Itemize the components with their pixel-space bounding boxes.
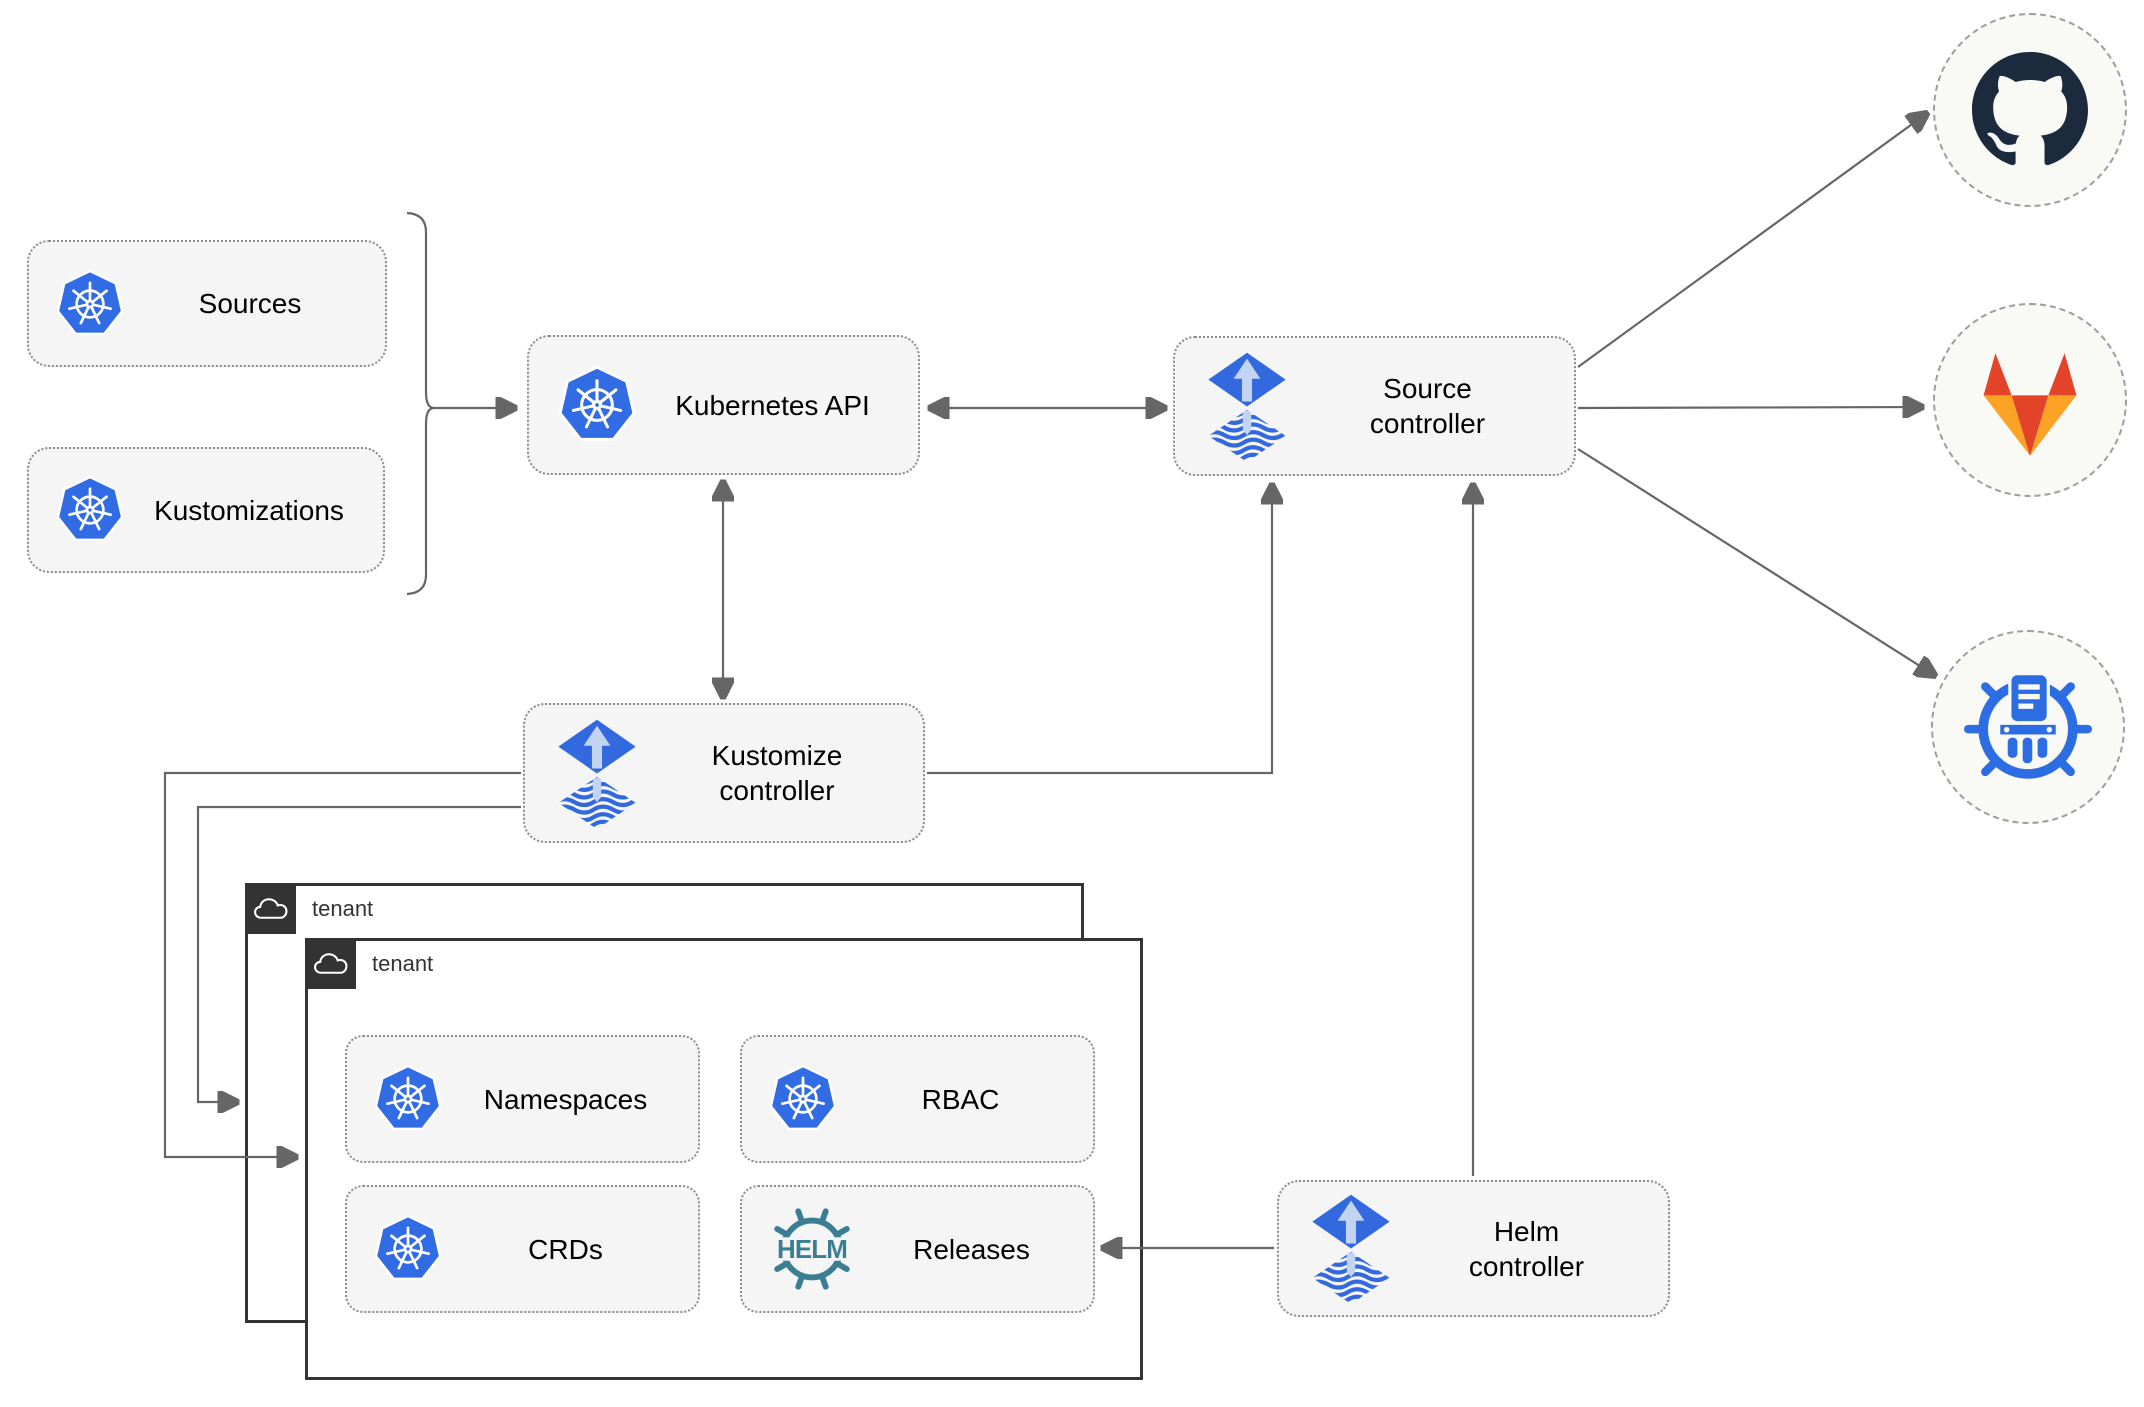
flux-icon bbox=[1205, 351, 1289, 462]
node-kustomize-controller-label: Kustomize controller bbox=[639, 738, 923, 808]
tenant-inner-tab bbox=[305, 938, 356, 989]
kubernetes-icon bbox=[375, 1065, 441, 1133]
node-namespaces-label: Namespaces bbox=[483, 1083, 648, 1115]
kubernetes-icon bbox=[559, 366, 635, 444]
tenant-outer-tab bbox=[245, 883, 296, 934]
edge-source-controller-to-chartmuseum bbox=[1577, 448, 1934, 675]
node-kustomizations: Kustomizations bbox=[27, 447, 385, 573]
node-source-controller: Source controller bbox=[1173, 336, 1576, 476]
kubernetes-icon bbox=[770, 1065, 836, 1133]
kubernetes-icon bbox=[57, 269, 123, 338]
tenant-outer-label: tenant bbox=[312, 895, 374, 921]
node-crds: CRDs bbox=[345, 1185, 700, 1313]
node-helm-controller-text: Helm controller bbox=[1468, 1215, 1585, 1282]
gitlab-icon bbox=[1976, 352, 2084, 456]
endpoint-gitlab bbox=[1933, 303, 2127, 497]
node-source-controller-label: Source controller bbox=[1289, 371, 1574, 441]
node-kustomize-controller-text: Kustomize controller bbox=[711, 740, 843, 806]
endpoint-chartmuseum bbox=[1931, 630, 2125, 824]
svg-text:HELM: HELM bbox=[777, 1236, 847, 1264]
edge-source-controller-to-github bbox=[1577, 114, 1926, 368]
kubernetes-icon bbox=[57, 476, 123, 544]
helm-icon: HELM bbox=[766, 1207, 858, 1291]
node-rbac: RBAC bbox=[740, 1035, 1095, 1163]
node-kustomizations-label: Kustomizations bbox=[154, 494, 344, 526]
node-crds-label: CRDs bbox=[528, 1233, 603, 1265]
node-helm-controller-label: Helm controller bbox=[1393, 1214, 1668, 1284]
brace-sources-group bbox=[406, 211, 435, 596]
node-releases: HELM Releases bbox=[740, 1185, 1095, 1313]
cloud-icon bbox=[253, 896, 288, 921]
flux-icon bbox=[555, 718, 639, 829]
endpoint-github bbox=[1933, 13, 2127, 207]
node-releases-label: Releases bbox=[913, 1233, 1030, 1265]
kubernetes-icon bbox=[375, 1215, 441, 1283]
tenant-inner-label: tenant bbox=[372, 950, 434, 976]
node-helm-controller: Helm controller bbox=[1277, 1180, 1670, 1317]
edge-source-controller-to-gitlab bbox=[1577, 407, 1921, 408]
flux-icon bbox=[1309, 1193, 1393, 1304]
node-kustomize-controller: Kustomize controller bbox=[523, 703, 925, 843]
node-sources-label: Sources bbox=[198, 288, 302, 319]
chartmuseum-icon bbox=[1964, 663, 2092, 791]
node-kubernetes-api-label: Kubernetes API bbox=[675, 389, 870, 421]
github-icon bbox=[1972, 52, 2088, 168]
node-rbac-label: RBAC bbox=[921, 1083, 1000, 1115]
edge-kustomize-controller-to-source-controller bbox=[927, 486, 1272, 775]
node-sources: Sources bbox=[27, 240, 387, 367]
node-namespaces: Namespaces bbox=[345, 1035, 700, 1163]
node-kubernetes-api: Kubernetes API bbox=[527, 335, 920, 475]
cloud-icon bbox=[313, 951, 348, 976]
node-source-controller-text: Source controller bbox=[1369, 373, 1486, 439]
